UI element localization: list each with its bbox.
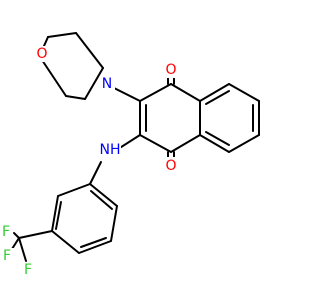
- bond: [78, 240, 112, 254]
- bond: [84, 67, 104, 100]
- bond: [11, 237, 20, 250]
- bond: [170, 83, 201, 102]
- bond: [89, 161, 102, 185]
- bond: [199, 134, 230, 153]
- amine-nh-label: NH: [100, 142, 121, 158]
- bond: [41, 59, 67, 97]
- atom-o-top-label: O: [165, 62, 176, 78]
- bond: [139, 83, 172, 102]
- fluorine-2-label: F: [3, 248, 11, 264]
- bond: [57, 183, 91, 197]
- morpholine-n-label: N: [102, 76, 112, 92]
- atom-o-bottom: O: [164, 157, 178, 174]
- morpholine-o: O: [35, 46, 49, 62]
- bond: [47, 32, 77, 38]
- atom-o-bottom-label: O: [165, 158, 176, 174]
- fluorine-1: F: [0, 224, 13, 240]
- fluorine-1-label: F: [2, 224, 10, 240]
- bond: [111, 86, 141, 102]
- bond: [117, 134, 141, 150]
- bond: [205, 90, 230, 105]
- molecule-drawing: O O O N NH F F F: [0, 32, 260, 278]
- bond: [228, 83, 260, 102]
- fluorine-3-label: F: [24, 262, 32, 278]
- bonds: [11, 32, 260, 262]
- morpholine-n: N: [100, 76, 115, 92]
- bond: [55, 201, 62, 230]
- fluorine-2: F: [1, 248, 14, 264]
- structure-canvas: O O O N NH F F F: [0, 32, 260, 278]
- bond: [18, 230, 53, 239]
- bond: [89, 183, 118, 207]
- fluorine-3: F: [21, 262, 34, 278]
- bond: [110, 205, 118, 242]
- bond: [199, 83, 230, 102]
- bond: [228, 134, 260, 153]
- atom-o-top: O: [164, 62, 178, 78]
- bond: [43, 36, 49, 47]
- bond: [51, 230, 80, 254]
- bond: [205, 131, 230, 146]
- amine-nh: NH: [99, 142, 121, 158]
- bond: [75, 32, 104, 69]
- bond: [51, 195, 59, 232]
- bond: [80, 237, 107, 248]
- atom-labels: O O O N NH F F F: [0, 46, 178, 278]
- bond: [13, 232, 20, 239]
- bond: [139, 134, 172, 153]
- bond: [65, 95, 86, 100]
- bond: [90, 190, 113, 210]
- bond: [18, 237, 27, 262]
- bond: [170, 134, 201, 153]
- morpholine-o-label: O: [36, 46, 47, 62]
